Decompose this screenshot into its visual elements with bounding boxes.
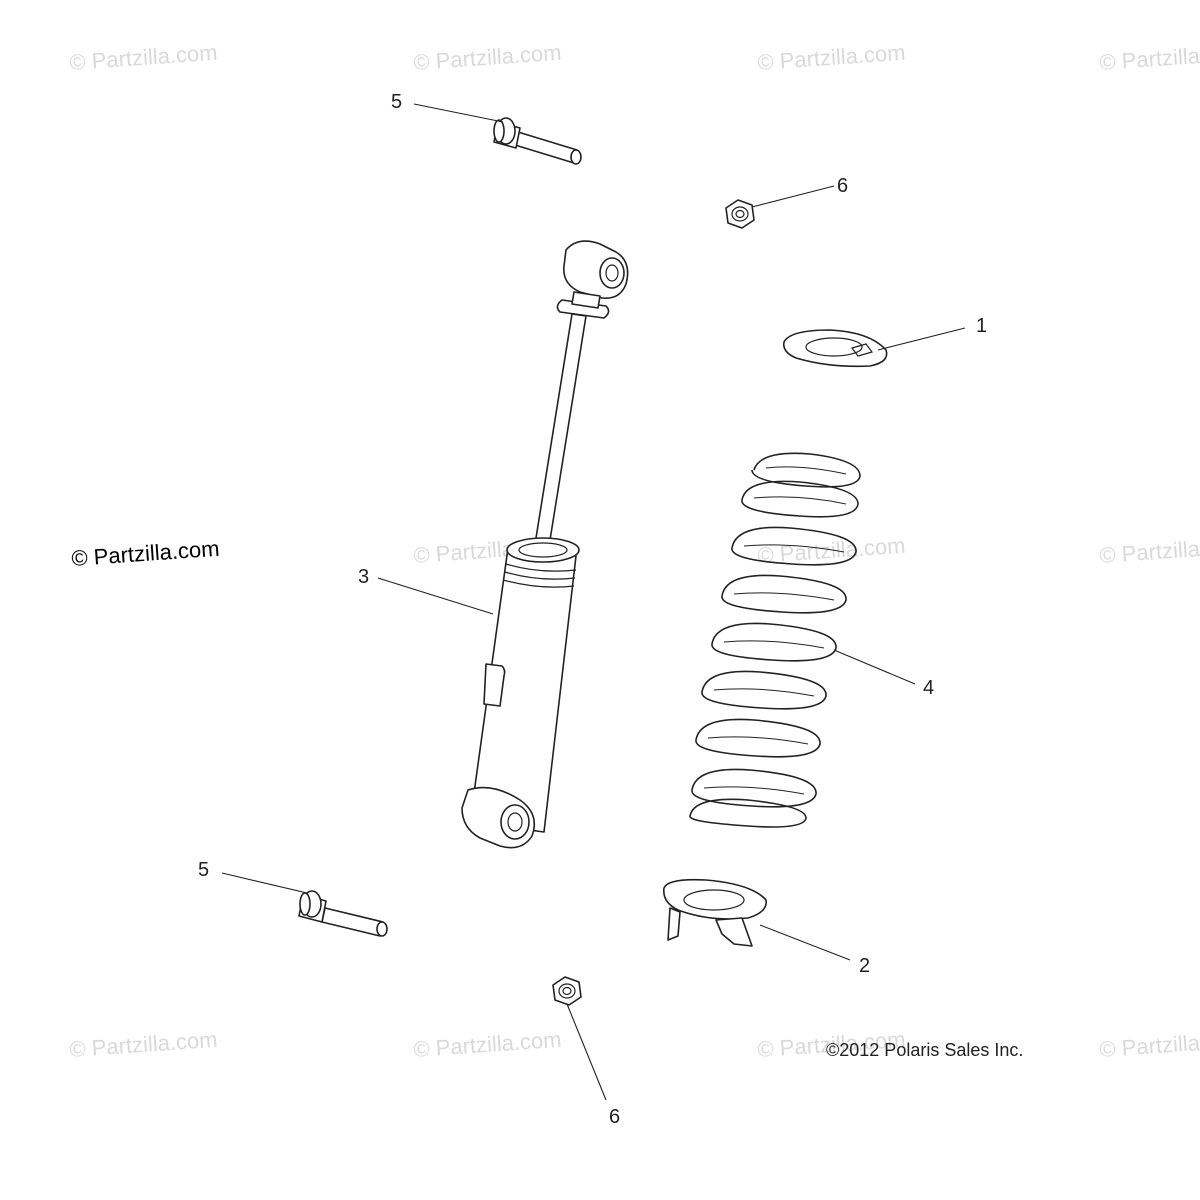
callout-6-top: 6 [837,175,848,197]
callout-1: 1 [976,315,987,337]
callout-5-bottom: 5 [198,859,209,881]
watermark: © Partzilla.com [413,40,563,75]
spring-retainer-upper[interactable] [782,329,888,368]
callout-5-top: 5 [391,91,402,113]
callout-3: 3 [358,566,369,588]
bolt-top[interactable] [493,117,582,165]
spring-retainer-lower[interactable] [662,878,767,947]
callout-labels: 5 6 1 3 4 5 2 6 [198,91,987,1128]
watermark-main: © Partzilla.com [71,536,221,571]
coil-spring[interactable] [689,452,861,828]
callout-4: 4 [923,677,934,699]
watermark: © Partzilla.com [69,1027,219,1062]
watermark: © Partzilla.com [1099,533,1200,568]
callout-2: 2 [859,955,870,977]
watermark: © Partzilla.com [413,1027,563,1062]
nut-bottom[interactable] [552,976,582,1006]
callout-6-bottom: 6 [609,1106,620,1128]
leader-lines [221,103,966,1101]
watermark-layer: © Partzilla.com © Partzilla.com © Partzi… [69,40,1200,1062]
shock-absorber[interactable] [461,240,629,849]
bolt-bottom[interactable] [298,890,388,937]
watermark: © Partzilla.com [1099,1027,1200,1062]
watermark: © Partzilla.com [1099,40,1200,75]
copyright-notice: ©2012 Polaris Sales Inc. [826,1040,1023,1060]
watermark: © Partzilla.com [757,40,907,75]
nut-top[interactable] [725,199,755,229]
watermark: © Partzilla.com [69,40,219,75]
